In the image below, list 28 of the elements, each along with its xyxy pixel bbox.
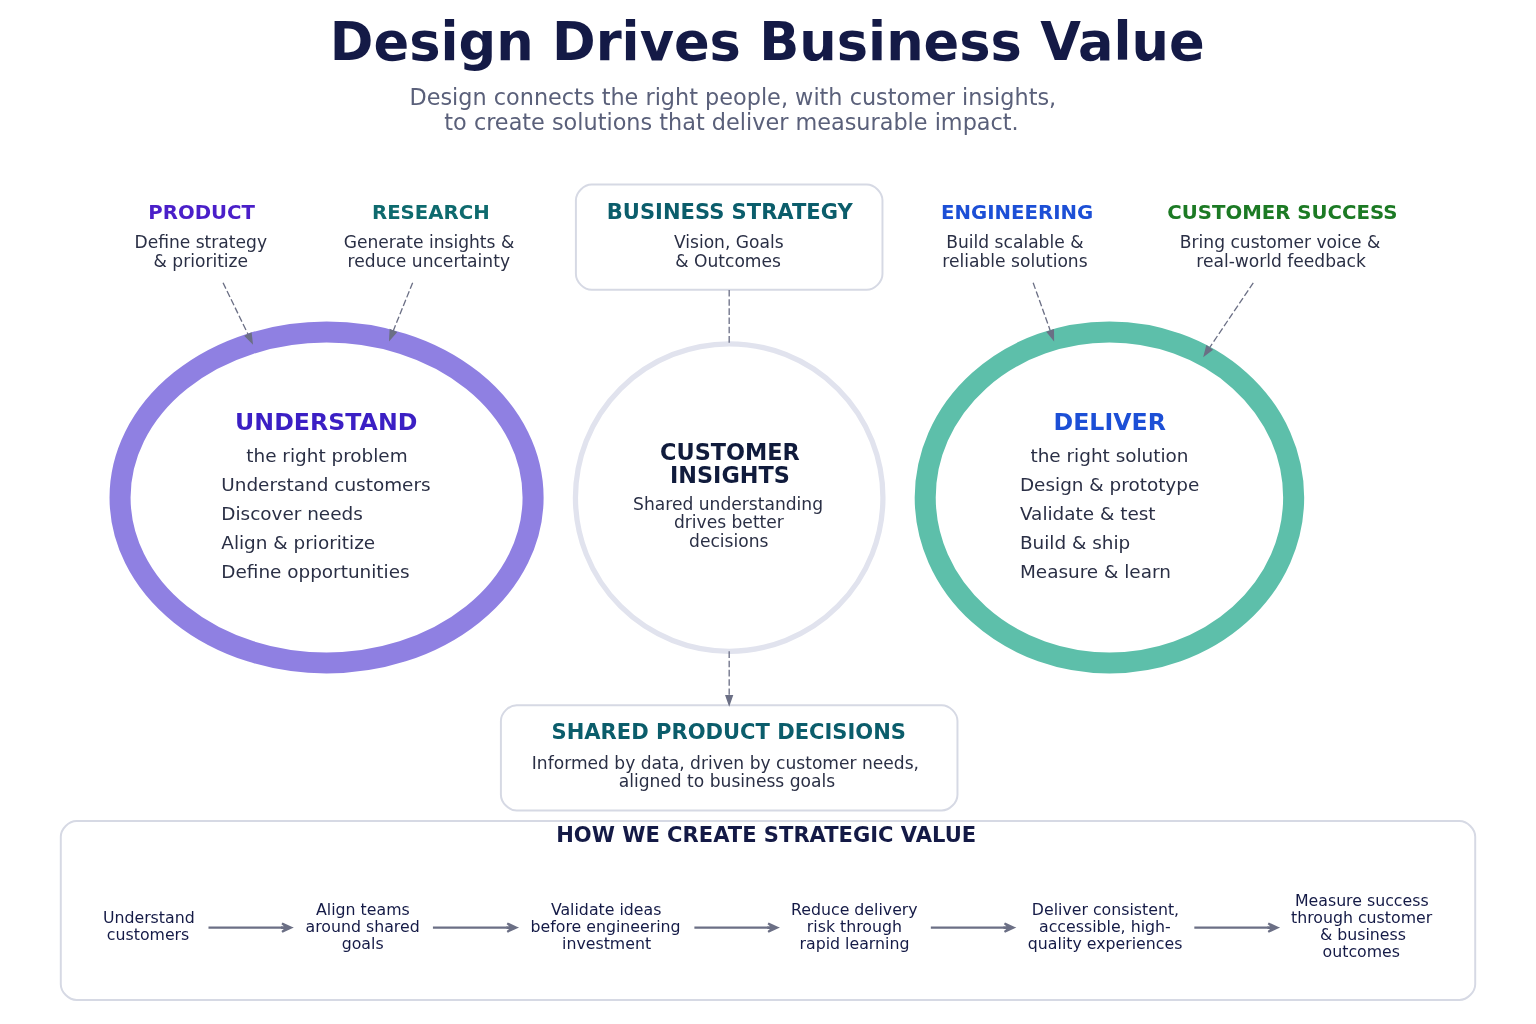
arrow <box>432 922 518 933</box>
node-text: Align teams around shared goals <box>305 900 420 954</box>
node-text: ENGINEERING Build scalable & reliable solutions <box>941 200 1094 271</box>
node-ellipse: UNDERSTAND the right problem Understand customers Discover needs Align & prioritize Define opportunities <box>109 321 544 674</box>
node-text: Deliver consistent, accessible, high-quality experiences <box>1027 900 1183 954</box>
node-text: Understand customers <box>102 908 195 945</box>
node-text: RESEARCH Generate insights & reduce uncertainty <box>343 200 515 271</box>
arrow <box>389 282 414 342</box>
arrow <box>725 650 734 707</box>
arrow <box>694 922 779 933</box>
node-text: Reduce delivery risk through rapid learning <box>791 900 918 954</box>
node-circle: CUSTOMER INSIGHTS Shared understanding drives better decisions <box>572 341 886 654</box>
arrow <box>1194 922 1279 933</box>
node-box: BUSINESS STRATEGY Vision, Goals & Outcomes <box>574 183 884 291</box>
node-ellipse: DELIVER the right solution Design & prototype Validate & test Build & ship Measure & learn <box>914 321 1305 674</box>
arrow <box>222 282 254 345</box>
node-box: SHARED PRODUCT DECISIONS Informed by data, driven by customer needs, aligned to business goals <box>499 704 959 812</box>
label: Design connects the right people, with customer insights, to create solutions that deliver measurable impact. <box>409 84 1057 136</box>
arrow <box>1032 282 1055 342</box>
arrow <box>930 922 1015 933</box>
arrow <box>1203 282 1254 358</box>
node-text: Validate ideas before engineering investment <box>530 900 681 954</box>
node-text: Measure success through customer & business outcomes <box>1291 891 1433 962</box>
node-text: PRODUCT Define strategy & prioritize <box>134 200 267 271</box>
connector <box>728 289 730 345</box>
node-text: CUSTOMER SUCCESS Bring customer voice & real-world feedback <box>1167 200 1398 271</box>
diagram-title: Design Drives Business Value <box>329 10 1205 72</box>
arrow <box>208 922 293 933</box>
